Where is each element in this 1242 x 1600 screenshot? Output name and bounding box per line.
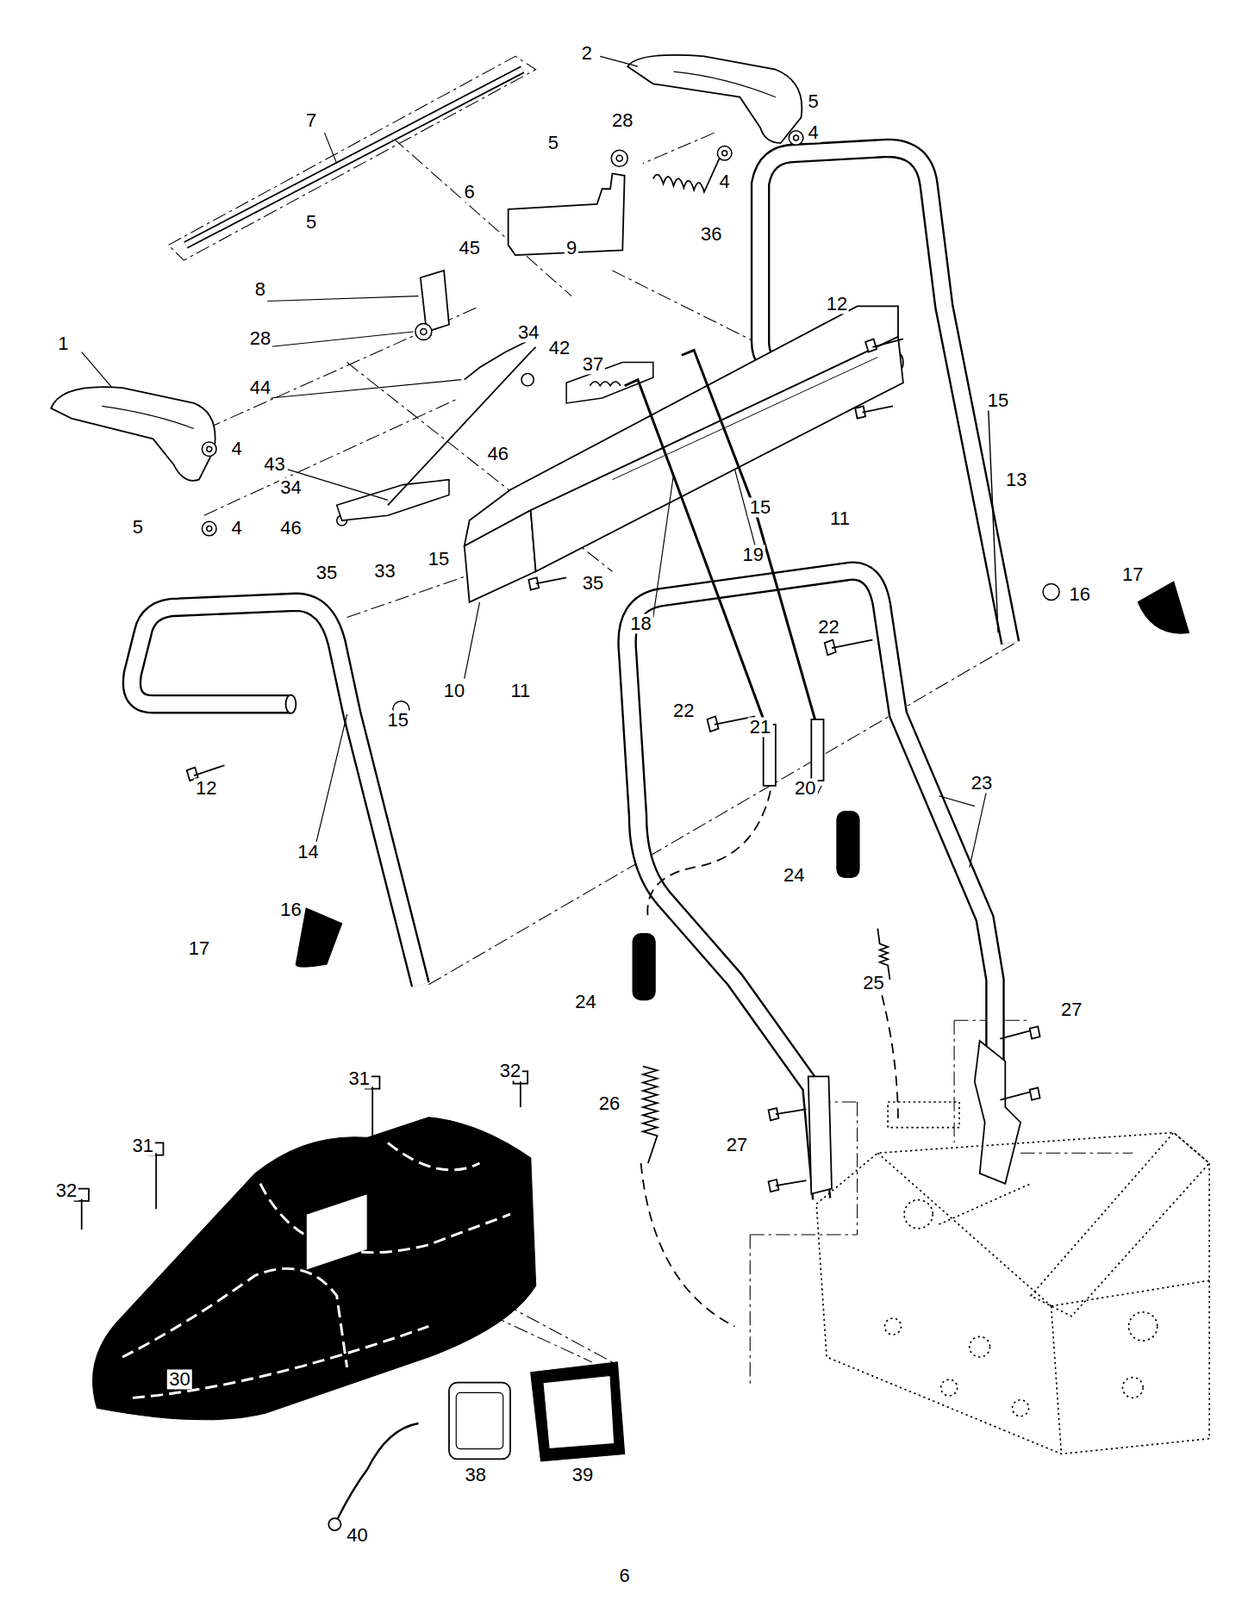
callout-number: 32	[54, 1180, 79, 1201]
callout-number: 5	[304, 212, 319, 233]
callout-number: 46	[278, 518, 303, 539]
callout-number: 42	[547, 337, 572, 358]
callout-number: 34	[278, 477, 303, 498]
callout-number: 30	[167, 1369, 192, 1390]
callout-number: 21	[748, 717, 773, 738]
callout-number: 15	[426, 549, 451, 569]
callout-number: 25	[861, 973, 886, 994]
callout-number: 27	[724, 1135, 749, 1155]
callout-number: 20	[792, 779, 818, 799]
callout-number: 17	[1120, 564, 1145, 585]
callout-number: 9	[564, 237, 579, 258]
callout-number: 19	[741, 545, 766, 566]
callout-number: 15	[986, 391, 1011, 412]
callout-number: 17	[187, 939, 212, 960]
callout-number: 35	[314, 563, 339, 584]
callout-number: 11	[828, 508, 852, 529]
callout-number: 7	[304, 110, 319, 131]
callout-number: 38	[463, 1466, 488, 1486]
callout-number: 24	[781, 865, 806, 886]
callout-number: 31	[347, 1068, 372, 1089]
callout-number: 39	[570, 1466, 595, 1486]
callout-number: 40	[344, 1525, 369, 1546]
callout-number: 46	[486, 443, 511, 464]
callout-number: 32	[498, 1061, 523, 1082]
callout-number: 1	[56, 333, 70, 354]
callout-number: 26	[597, 1094, 622, 1115]
callout-number: 28	[610, 110, 635, 131]
callout-number: 10	[442, 680, 467, 701]
callout-number: 45	[456, 237, 481, 258]
callout-number: 14	[295, 842, 320, 862]
callout-number: 6	[462, 181, 477, 202]
callout-number: 24	[573, 992, 598, 1012]
callout-number: 31	[131, 1135, 156, 1156]
callout-number: 35	[580, 574, 606, 594]
callout-number: 22	[816, 617, 841, 638]
callout-number: 6	[617, 1566, 631, 1587]
callout-number: 13	[1004, 469, 1029, 490]
callout-number: 22	[671, 701, 696, 722]
callout-number: 5	[131, 518, 145, 538]
callout-number: 4	[230, 518, 244, 539]
callout-number: 18	[628, 613, 653, 634]
callout-number: 28	[248, 329, 273, 350]
callout-number: 15	[748, 497, 773, 518]
callout-number: 44	[248, 377, 273, 398]
callout-number: 4	[230, 438, 244, 459]
callout-number: 16	[278, 900, 303, 921]
callout-number: 16	[1067, 585, 1092, 606]
callout-number: 5	[806, 92, 821, 113]
callout-number: 11	[508, 680, 532, 701]
callout-number: 8	[253, 280, 268, 300]
callout-number: 34	[516, 322, 541, 343]
callout-number: 2	[580, 43, 594, 63]
callout-number: 23	[969, 773, 994, 794]
callout-number: 27	[1059, 1000, 1084, 1021]
callout-number: 4	[717, 171, 732, 192]
callout-number: 15	[386, 710, 411, 731]
callout-number: 12	[824, 293, 849, 314]
callout-number: 33	[372, 561, 397, 582]
callout-number: 37	[580, 354, 606, 375]
callout-number: 36	[699, 224, 724, 245]
callout-number: 4	[806, 122, 821, 143]
callout-number: 43	[262, 454, 287, 475]
callout-number: 12	[193, 779, 219, 799]
callout-number: 5	[546, 132, 561, 153]
